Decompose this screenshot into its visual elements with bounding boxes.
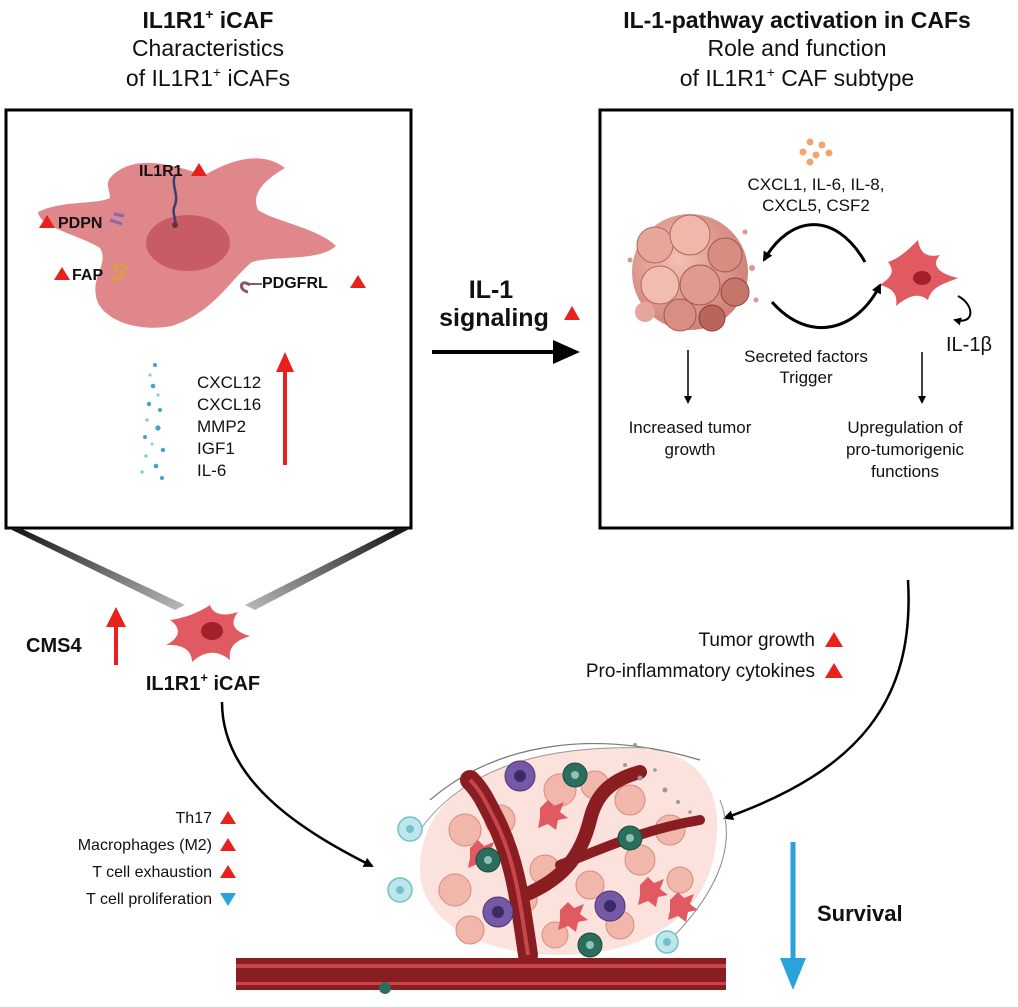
icaf-cell-center [166,605,250,662]
cytokine-list-2: CXCL5, CSF2 [762,196,870,215]
cycle-arrow-top [762,223,867,263]
secreted-factors-label: Secreted factors [744,347,868,366]
cycle-arrow-bottom [770,283,882,329]
increased-tumor-label-2: growth [664,440,715,459]
iCAF-cell-illustration [38,158,336,328]
trigger-label: Trigger [779,368,833,387]
exhaustion-up-icon [220,865,236,878]
right-panel-title: IL-1-pathway activation in CAFs [623,7,971,33]
caf-cell-right [880,240,958,306]
macrophages-up-icon [220,838,236,851]
svg-text:PDPN: PDPN [58,215,102,232]
upregulation-label-2: pro-tumorigenic [846,440,965,459]
survival-label: Survival [817,901,903,926]
marker-pdgfrl: PDGFRL [262,275,366,292]
cms4-label: CMS4 [26,635,82,657]
marker-fap: FAP [54,267,103,284]
svg-text:IGF1: IGF1 [197,439,235,458]
tumor-growth-up-icon [825,632,843,647]
zoom-cone-right [245,528,411,610]
pro-inflammatory-outcome: Pro-inflammatory cytokines [586,661,815,682]
svg-text:IL1R1: IL1R1 [139,163,183,180]
svg-text:MMP2: MMP2 [197,417,246,436]
immune-list: Th17 Macrophages (M2) T cell exhaustion … [78,810,236,908]
il1-signaling-label-2: signaling [439,304,549,332]
immune-macrophages: Macrophages (M2) [78,837,212,854]
il1-signaling-up-icon [564,306,580,320]
survival-down-arrow [780,842,806,990]
svg-text:IL-6: IL-6 [197,461,226,480]
outcome-to-tumor-arrow [723,579,910,821]
th17-up-icon [220,811,236,824]
left-panel-title: IL1R1+ iCAF [143,6,274,33]
right-panel-subtitle-2: of IL1R1+ CAF subtype [680,64,914,91]
svg-text:CXCL12: CXCL12 [197,373,261,392]
svg-text:FAP: FAP [72,267,103,284]
secreted-factor-list: CXCL12 CXCL16 MMP2 IGF1 IL-6 [197,373,261,480]
upregulation-label-1: Upregulation of [847,418,963,437]
proliferation-down-icon [220,893,236,906]
pro-inflammatory-up-icon [825,663,843,678]
marker-il1r1: IL1R1 [139,163,207,180]
il1b-autocrine-arrow [953,295,972,326]
immune-t-proliferation: T cell proliferation [86,891,212,908]
marker-pdpn: PDPN [39,215,102,232]
right-panel-subtitle-1: Role and function [707,35,886,61]
svg-text:PDGFRL: PDGFRL [262,275,328,292]
tumor-cluster-illustration [627,214,759,332]
icaf-label: IL1R1+ iCAF [146,670,260,695]
immune-t-exhaustion: T cell exhaustion [92,864,212,881]
cytokine-dots [799,138,833,166]
icaf-to-tumor-arrow [220,701,374,868]
left-panel-subtitle-1: Characteristics [132,35,284,61]
immune-th17: Th17 [176,810,213,827]
il1-signaling-arrow [432,340,580,364]
upregulation-arrow [276,352,294,465]
tumor-microenvironment-illustration [236,743,727,994]
upregulation-label-3: functions [871,462,939,481]
secreted-particles [140,363,166,480]
left-panel-subtitle-2: of IL1R1+ iCAFs [126,64,290,91]
il1-signaling-label-1: IL-1 [469,276,514,304]
il1b-label: IL-1β [946,334,992,356]
svg-text:CXCL16: CXCL16 [197,395,261,414]
increased-tumor-label-1: Increased tumor [629,418,752,437]
cytokine-list-1: CXCL1, IL-6, IL-8, [747,175,884,194]
cms4-up-arrow [106,607,126,665]
zoom-cone-left [8,528,185,610]
tumor-growth-outcome: Tumor growth [699,630,816,651]
